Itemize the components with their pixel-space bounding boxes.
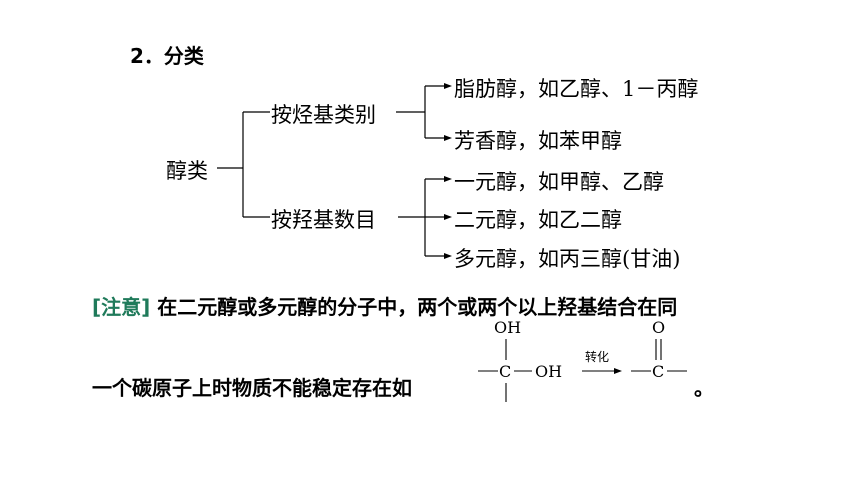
leaf-monohydric-alcohol: 一元醇，如甲醇、乙醇 <box>454 170 664 194</box>
section-heading: 2．分类 <box>130 40 204 69</box>
note-line-2: 一个碳原子上时物质不能稳定存在如 <box>92 376 412 400</box>
branch-label-hydrocarbon-type: 按烃基类别 <box>271 103 376 127</box>
formula-carbon-right: C <box>652 362 665 381</box>
tree-root: 醇类 <box>166 159 208 183</box>
formula-oh-top: OH <box>494 318 522 337</box>
leaf-dihydric-alcohol: 二元醇，如乙二醇 <box>454 208 622 232</box>
section-title: 分类 <box>163 44 204 68</box>
note-tag: [注意] <box>92 295 151 319</box>
formula-oh-right: OH <box>535 362 563 381</box>
section-number: 2． <box>130 44 164 68</box>
formula-oxygen: O <box>652 318 666 337</box>
note-line-1: [注意] 在二元醇或多元醇的分子中，两个或两个以上羟基结合在同 <box>92 291 677 320</box>
formula-carbon-left: C <box>499 362 512 381</box>
formula-arrow-label: 转化 <box>585 350 610 364</box>
note-text-1: 在二元醇或多元醇的分子中，两个或两个以上羟基结合在同 <box>157 295 678 319</box>
branch-label-hydroxyl-count: 按羟基数目 <box>271 208 376 232</box>
leaf-aromatic-alcohol: 芳香醇，如苯甲醇 <box>454 129 622 153</box>
note-end-period: 。 <box>694 376 714 400</box>
leaf-aliphatic-alcohol: 脂肪醇，如乙醇、1－丙醇 <box>454 77 699 101</box>
leaf-polyhydric-alcohol: 多元醇，如丙三醇(甘油) <box>454 247 681 271</box>
